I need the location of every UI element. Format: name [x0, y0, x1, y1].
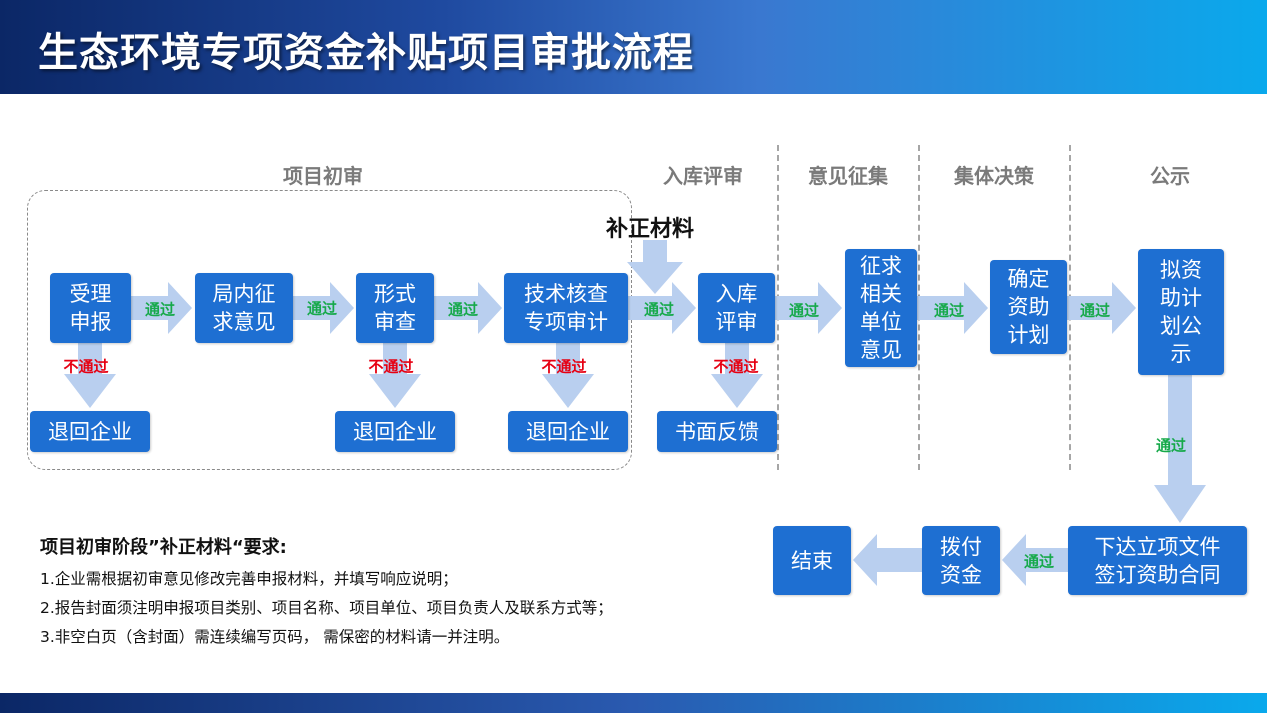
- step-issue-contract: 下达立项文件签订资助合同: [1068, 526, 1247, 595]
- fail-label: 不通过: [541, 357, 587, 376]
- footer-bar: [0, 693, 1267, 713]
- step-plan-publicity: 拟资助计划公示: [1138, 249, 1224, 375]
- supplement-materials-label: 补正材料: [606, 217, 695, 242]
- step-internal-opinion: 局内征求意见: [195, 273, 293, 343]
- arrow-right: [131, 282, 192, 334]
- arrow-right: [917, 282, 988, 334]
- step-accept-application: 受理申报: [50, 273, 131, 343]
- arrow-left: [853, 534, 922, 586]
- arrow-left: [1002, 534, 1068, 586]
- arrow-right: [1067, 282, 1136, 334]
- pass-label: 通过: [306, 299, 338, 318]
- return-to-enterprise: 退回企业: [30, 411, 150, 452]
- step-technical-audit: 技术核查专项审计: [504, 273, 628, 343]
- note-line: 2.报告封面须注明申报项目类别、项目名称、项目单位、项目负责人及联系方式等；: [40, 599, 613, 617]
- arrow-right: [775, 282, 842, 334]
- pass-label: 通过: [1023, 552, 1055, 571]
- pass-label: 通过: [447, 300, 479, 319]
- section-collective-decision: 集体决策: [954, 164, 1034, 188]
- arrow-down: [711, 343, 763, 408]
- arrow-right: [293, 282, 354, 334]
- note-line: 3.非空白页（含封面）需连续编写页码， 需保密的材料请一并注明。: [40, 628, 510, 646]
- initial-review-group: [27, 190, 632, 470]
- pass-label: 通过: [1155, 436, 1187, 455]
- section-initial-review: 项目初审: [283, 164, 363, 188]
- arrow-down: [1154, 375, 1206, 523]
- pass-label: 通过: [933, 301, 965, 320]
- pass-label: 通过: [643, 300, 675, 319]
- pass-label: 通过: [144, 300, 176, 319]
- section-opinion-collection: 意见征集: [808, 164, 888, 188]
- step-formal-review: 形式审查: [356, 273, 434, 343]
- written-feedback: 书面反馈: [657, 411, 777, 452]
- arrow-down: [627, 240, 683, 294]
- fail-label: 不通过: [63, 357, 109, 376]
- arrow-right: [434, 282, 502, 334]
- arrow-right: [628, 282, 696, 334]
- requirements-notes: 项目初审阶段”补正材料“要求: 1.企业需根据初审意见修改完善申报材料，并填写响…: [40, 533, 613, 652]
- notes-heading: 项目初审阶段”补正材料“要求:: [40, 537, 287, 558]
- note-line: 1.企业需根据初审意见修改完善申报材料，并填写响应说明；: [40, 570, 458, 588]
- fail-label: 不通过: [713, 357, 759, 376]
- section-storage-review: 入库评审: [663, 164, 743, 188]
- arrow-down: [64, 343, 116, 408]
- arrow-down: [542, 343, 594, 408]
- section-publicity: 公示: [1150, 164, 1190, 188]
- return-to-enterprise: 退回企业: [508, 411, 628, 452]
- return-to-enterprise: 退回企业: [335, 411, 455, 452]
- step-determine-plan: 确定资助计划: [990, 260, 1067, 354]
- step-solicit-opinions: 征求相关单位意见: [845, 249, 917, 367]
- pass-label: 通过: [1079, 301, 1111, 320]
- pass-label: 通过: [788, 301, 820, 320]
- header-bar: 生态环境专项资金补贴项目审批流程: [0, 0, 1267, 94]
- fail-label: 不通过: [368, 357, 414, 376]
- step-storage-review: 入库评审: [698, 273, 775, 343]
- arrow-down: [369, 343, 421, 408]
- page-title: 生态环境专项资金补贴项目审批流程: [38, 30, 694, 76]
- step-end: 结束: [773, 526, 851, 595]
- step-disburse-funds: 拨付资金: [922, 526, 1000, 595]
